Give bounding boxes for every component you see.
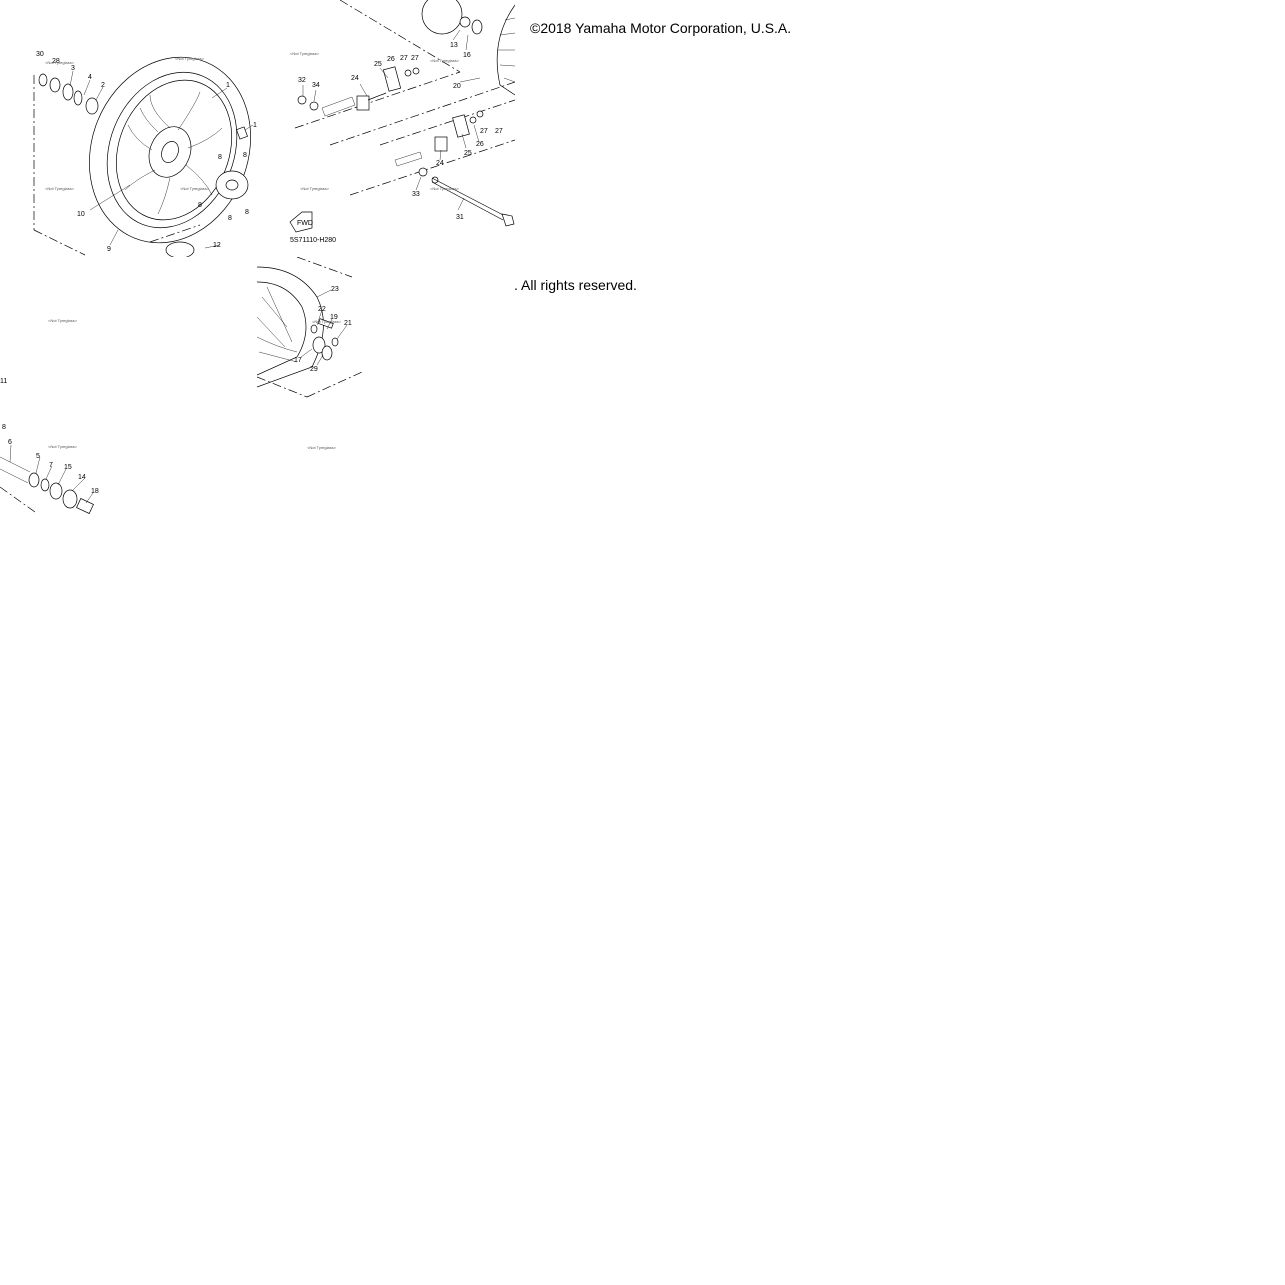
callout-11: 11: [0, 378, 7, 385]
fine-print: <Not Tyreglass>: [312, 319, 342, 324]
callout-6: 6: [8, 439, 12, 446]
callout-1a: 1: [226, 82, 230, 89]
parts-diagram-main: FWD 30 28 3 4 2 1 1 8 8 8 8 8 10 9 12 13…: [33, 0, 515, 257]
callout-18: 18: [91, 488, 99, 495]
callout-13: 13: [450, 42, 458, 49]
callout-29: 29: [310, 366, 318, 373]
callout-34: 34: [312, 82, 320, 89]
fine-print: <Not Tyreglass>: [290, 51, 320, 56]
callout-21: 21: [344, 320, 352, 327]
callout-4: 4: [88, 74, 92, 81]
callout-26b: 26: [476, 141, 484, 148]
callout-25b: 25: [464, 150, 472, 157]
callout-14: 14: [78, 474, 86, 481]
callout-8a: 8: [218, 154, 222, 161]
fine-print: <Not Tyreglass>: [180, 186, 210, 191]
callout-8c: 8: [198, 202, 202, 209]
callout-7: 7: [49, 462, 53, 469]
callout-2: 2: [101, 82, 105, 89]
diagram-tile-left: 11 8 6 5 7 15 14 18 <Not Tyreglass> <Not…: [0, 257, 257, 514]
callout-22: 22: [318, 306, 326, 313]
fine-print: <Not Tyreglass>: [430, 58, 460, 63]
callout-27a: 27: [400, 55, 408, 62]
callout-8d: 8: [228, 215, 232, 222]
diagram-tile-middle: 23 22 19 21 17 29 <Not Tyreglass> <Not T…: [257, 257, 514, 514]
callout-10: 10: [77, 211, 85, 218]
callout-20: 20: [453, 83, 461, 90]
fine-print: <Not Tyreglass>: [48, 444, 78, 449]
callout-32: 32: [298, 77, 306, 84]
callout-8b: 8: [243, 152, 247, 159]
callout-16: 16: [463, 52, 471, 59]
callout-12: 12: [213, 242, 221, 249]
callout-5: 5: [36, 453, 40, 460]
fine-print: <Not Tyreglass>: [175, 56, 205, 61]
callout-1b: 1: [253, 122, 257, 129]
callout-19: 19: [330, 314, 338, 321]
callout-31: 31: [456, 214, 464, 221]
fine-print: <Not Tyreglass>: [300, 186, 330, 191]
parts-diagram-left: 11 8 6 5 7 15 14 18 <Not Tyreglass> <Not…: [0, 318, 99, 514]
callout-24b: 24: [436, 160, 444, 167]
callout-27b: 27: [411, 55, 419, 62]
callout-25a: 25: [374, 61, 382, 68]
callout-9: 9: [107, 246, 111, 253]
callout-8e: 8: [245, 209, 249, 216]
fine-print: <Not Tyreglass>: [48, 318, 78, 323]
callout-27d: 27: [495, 128, 503, 135]
fwd-label: FWD: [297, 220, 313, 227]
fine-print: <Not Tyreglass>: [430, 186, 460, 191]
copyright-notice: ©2018 Yamaha Motor Corporation, U.S.A.: [530, 20, 792, 36]
fine-print: <Not Tyreglass>: [45, 186, 75, 191]
parts-diagram-middle: 23 22 19 21 17 29 <Not Tyreglass> <Not T…: [257, 257, 363, 450]
callout-30: 30: [36, 51, 44, 58]
fine-print: <Not Tyreglass>: [45, 60, 75, 65]
diagram-code: 5S71110-H280: [290, 237, 336, 244]
rights-notice: . All rights reserved.: [514, 277, 637, 293]
diagram-tile-main: FWD 30 28 3 4 2 1 1 8 8 8 8 8 10 9 12 13…: [0, 0, 515, 257]
callout-15: 15: [64, 464, 72, 471]
callout-17: 17: [294, 357, 302, 364]
callout-28: 28: [52, 58, 60, 65]
fine-print: <Not Tyreglass>: [307, 445, 337, 450]
callout-3: 3: [71, 65, 75, 72]
callout-27c: 27: [480, 128, 488, 135]
callout-24a: 24: [351, 75, 359, 82]
callout-26a: 26: [387, 56, 395, 63]
callout-33: 33: [412, 191, 420, 198]
callout-23: 23: [331, 286, 339, 293]
callout-8f: 8: [2, 424, 6, 431]
fwd-arrow-icon: [289, 211, 313, 233]
